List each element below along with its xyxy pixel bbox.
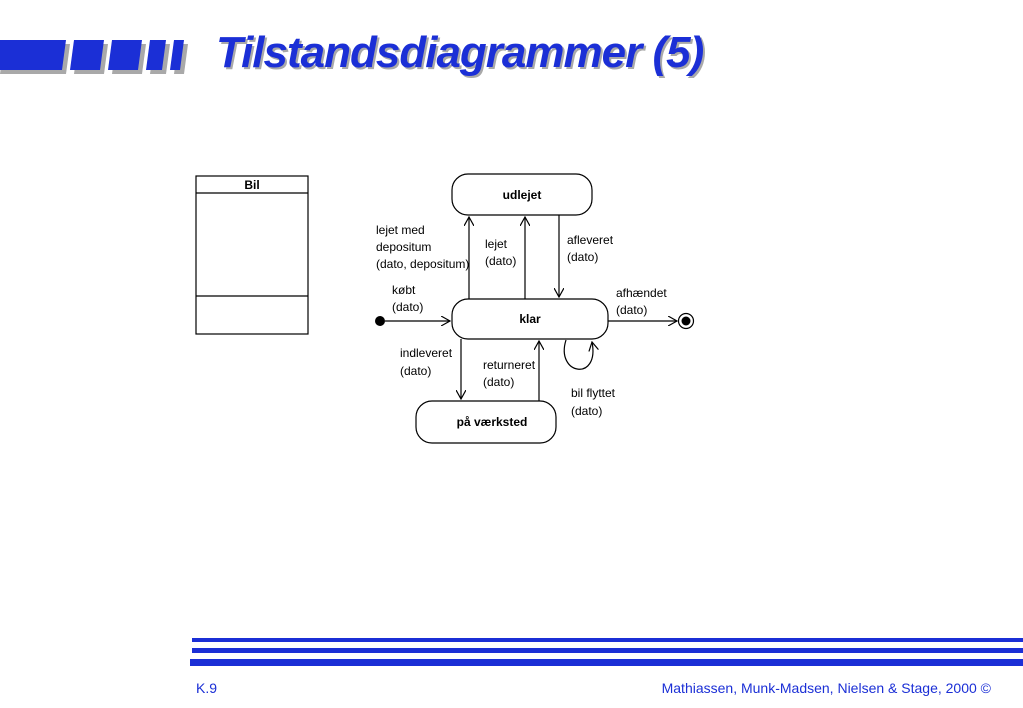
label-afleveret-1: afleveret	[567, 233, 614, 247]
label-kobt-2: (dato)	[392, 300, 423, 314]
label-lejet-1: lejet	[485, 237, 508, 251]
footer-bars	[190, 638, 1023, 666]
state-udlejet: udlejet	[451, 173, 593, 216]
label-bil-flyttet-2: (dato)	[571, 404, 602, 418]
state-vaerksted-label: på værksted	[457, 415, 528, 429]
state-udlejet-label: udlejet	[503, 188, 542, 202]
label-lejet-med-3: (dato, depositum)	[376, 257, 469, 271]
state-klar: klar	[451, 298, 609, 340]
label-bil-flyttet-1: bil flyttet	[571, 386, 616, 400]
initial-state	[375, 316, 385, 326]
class-box-bil: Bil	[195, 175, 309, 335]
header-bars	[0, 40, 188, 74]
label-kobt-1: købt	[392, 283, 416, 297]
label-lejet-med-2: depositum	[376, 240, 431, 254]
label-indleveret-2: (dato)	[400, 364, 431, 378]
label-afleveret-2: (dato)	[567, 250, 598, 264]
slide-number: K.9	[196, 680, 218, 696]
slide-credits: Mathiassen, Munk-Madsen, Nielsen & Stage…	[661, 680, 991, 696]
state-klar-label: klar	[519, 312, 541, 326]
label-afhaendet-1: afhændet	[616, 286, 667, 300]
class-name: Bil	[244, 178, 259, 192]
final-state	[677, 312, 695, 330]
arrow-bil-flyttet	[563, 339, 593, 370]
label-returneret-1: returneret	[483, 358, 536, 372]
slide-title: Tilstandsdiagrammer (5)	[216, 28, 704, 77]
label-indleveret-1: indleveret	[400, 346, 453, 360]
label-lejet-med-1: lejet med	[376, 223, 425, 237]
state-vaerksted: på værksted	[415, 400, 557, 444]
label-afhaendet-2: (dato)	[616, 303, 647, 317]
label-returneret-2: (dato)	[483, 375, 514, 389]
label-lejet-2: (dato)	[485, 254, 516, 268]
